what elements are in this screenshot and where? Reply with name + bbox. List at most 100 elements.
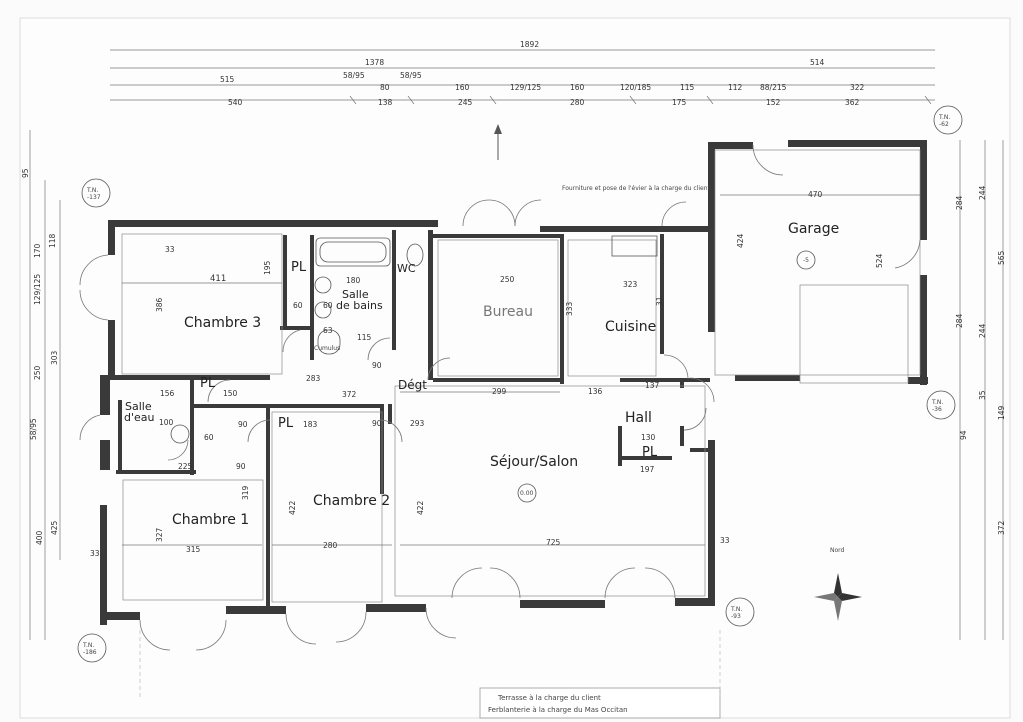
idim-12: 372 — [342, 390, 357, 399]
dim-total-length: 1892 — [520, 40, 539, 49]
dim-row4-2: 138 — [378, 98, 393, 107]
dim-row4-1: 540 — [228, 98, 243, 107]
sink-note: Fourniture et pose de l'évier à la charg… — [562, 185, 711, 192]
level-garage-text: -5 — [803, 257, 809, 264]
idim-29: 225 — [178, 462, 193, 471]
dim-row4-5: 175 — [672, 98, 687, 107]
doors-windows — [79, 144, 921, 651]
room-degagement: Dégt — [398, 378, 427, 392]
north-compass-icon — [814, 573, 862, 621]
idim-20: 323 — [623, 280, 638, 289]
idim-40: 33 — [90, 549, 100, 558]
dim-row4-4: 280 — [570, 98, 585, 107]
right-dim-1: 284 — [955, 195, 964, 210]
room-bureau: Bureau — [483, 304, 533, 320]
idim-23: 424 — [736, 233, 745, 248]
right-dim-5: 244 — [978, 323, 987, 338]
left-dim-4: 129/125 — [33, 274, 42, 305]
right-dim-3: 565 — [997, 250, 1006, 265]
idim-11: 283 — [306, 374, 321, 383]
dim-row4-3: 245 — [458, 98, 473, 107]
right-dim-2: 244 — [978, 185, 987, 200]
right-dim-7: 149 — [997, 405, 1006, 420]
idim-19: 333 — [565, 301, 574, 316]
idim-33: 319 — [241, 485, 250, 500]
right-dim-8: 94 — [959, 430, 968, 440]
tn-marker-2: T.N.-62 — [938, 114, 950, 128]
idim-7: 60 — [323, 301, 333, 310]
right-dim-6: 35 — [978, 390, 987, 400]
dim-house-length: 1378 — [365, 58, 384, 67]
idim-15: 250 — [500, 275, 515, 284]
top-dimensions: 1892 514 1378 515 58/95 58/95 80 160 129… — [110, 40, 935, 107]
idim-3: 195 — [263, 260, 272, 275]
dim-row3-9: 115 — [680, 83, 695, 92]
left-dim-6: 303 — [50, 350, 59, 365]
terrace-note-box — [479, 687, 721, 719]
left-dimensions: 95 170 118 129/125 250 303 58/95 425 400 — [21, 130, 61, 640]
dim-row3-2: 58/95 — [343, 71, 365, 80]
idim-30: 90 — [236, 462, 246, 471]
idim-26: 150 — [223, 389, 238, 398]
dim-row3-11: 88/215 — [760, 83, 787, 92]
dim-row3-4: 80 — [380, 83, 390, 92]
room-salle-eau-line2: d'eau — [124, 411, 155, 424]
room-wc: WC — [397, 262, 416, 275]
north-label: Nord — [830, 547, 845, 554]
idim-41: 33 — [720, 536, 730, 545]
idim-39: 422 — [416, 500, 425, 515]
dim-row4-7: 362 — [845, 98, 860, 107]
idim-4: 386 — [155, 297, 164, 312]
idim-14: 293 — [410, 419, 425, 428]
room-chambre-1: Chambre 1 — [172, 512, 249, 528]
level-marker-sejour — [517, 483, 537, 503]
placard-label-2: PL — [200, 376, 216, 391]
idim-35: 327 — [155, 527, 164, 542]
terrace-outline — [139, 630, 721, 700]
section-arrow-icon — [494, 124, 502, 160]
dim-row3-12: 322 — [850, 83, 865, 92]
left-dim-8: 425 — [50, 520, 59, 535]
interior-walls — [115, 230, 710, 608]
tn-marker-5: T.N.-36 — [931, 399, 943, 413]
idim-37: 280 — [323, 541, 338, 550]
right-dim-9: 372 — [997, 520, 1006, 535]
idim-1: 33 — [165, 245, 175, 254]
dim-garage-length: 514 — [810, 58, 825, 67]
left-dim-3: 118 — [48, 233, 57, 248]
room-salle-bains-line2: de bains — [336, 299, 383, 312]
idim-27: 100 — [159, 418, 174, 427]
room-chambre-2: Chambre 2 — [313, 493, 390, 509]
idim-8: 115 — [357, 333, 372, 342]
idim-5: 180 — [346, 276, 361, 285]
idim-36: 315 — [186, 545, 201, 554]
inner-dimension-labels: 33 411 195 386 180 60 60 115 63 90 283 3… — [90, 190, 884, 558]
idim-34: 422 — [288, 500, 297, 515]
idim-16: 299 — [492, 387, 507, 396]
bathroom-fixtures — [170, 235, 658, 444]
idim-43: 197 — [640, 465, 655, 474]
placard-label-4: PL — [642, 445, 658, 460]
idim-38: 725 — [546, 538, 561, 547]
garage-walls — [708, 140, 928, 385]
left-dim-2: 170 — [33, 243, 42, 258]
left-dim-9: 400 — [35, 530, 44, 545]
idim-17: 136 — [588, 387, 603, 396]
idim-32: 90 — [238, 420, 248, 429]
idim-21: 31 — [655, 296, 664, 306]
sheet-frame — [19, 17, 1011, 719]
inner-dimensions — [122, 194, 920, 546]
dim-row3-7: 160 — [570, 83, 585, 92]
placard-label-3: PL — [278, 416, 294, 431]
placard-label-1: PL — [291, 260, 307, 275]
tn-marker-3: T.N.-186 — [82, 642, 97, 656]
tn-marker-4: T.N.-93 — [730, 606, 742, 620]
dim-row3-3: 58/95 — [400, 71, 422, 80]
idim-13: 90 — [372, 419, 382, 428]
idim-24: 524 — [875, 253, 884, 268]
left-dim-1: 95 — [21, 168, 30, 178]
level-sejour-text: 0.00 — [520, 490, 534, 497]
tn-marker-1: T.N.-137 — [86, 187, 101, 201]
terrace-note-line2: Ferblanterie à la charge du Mas Occitan — [488, 706, 628, 714]
